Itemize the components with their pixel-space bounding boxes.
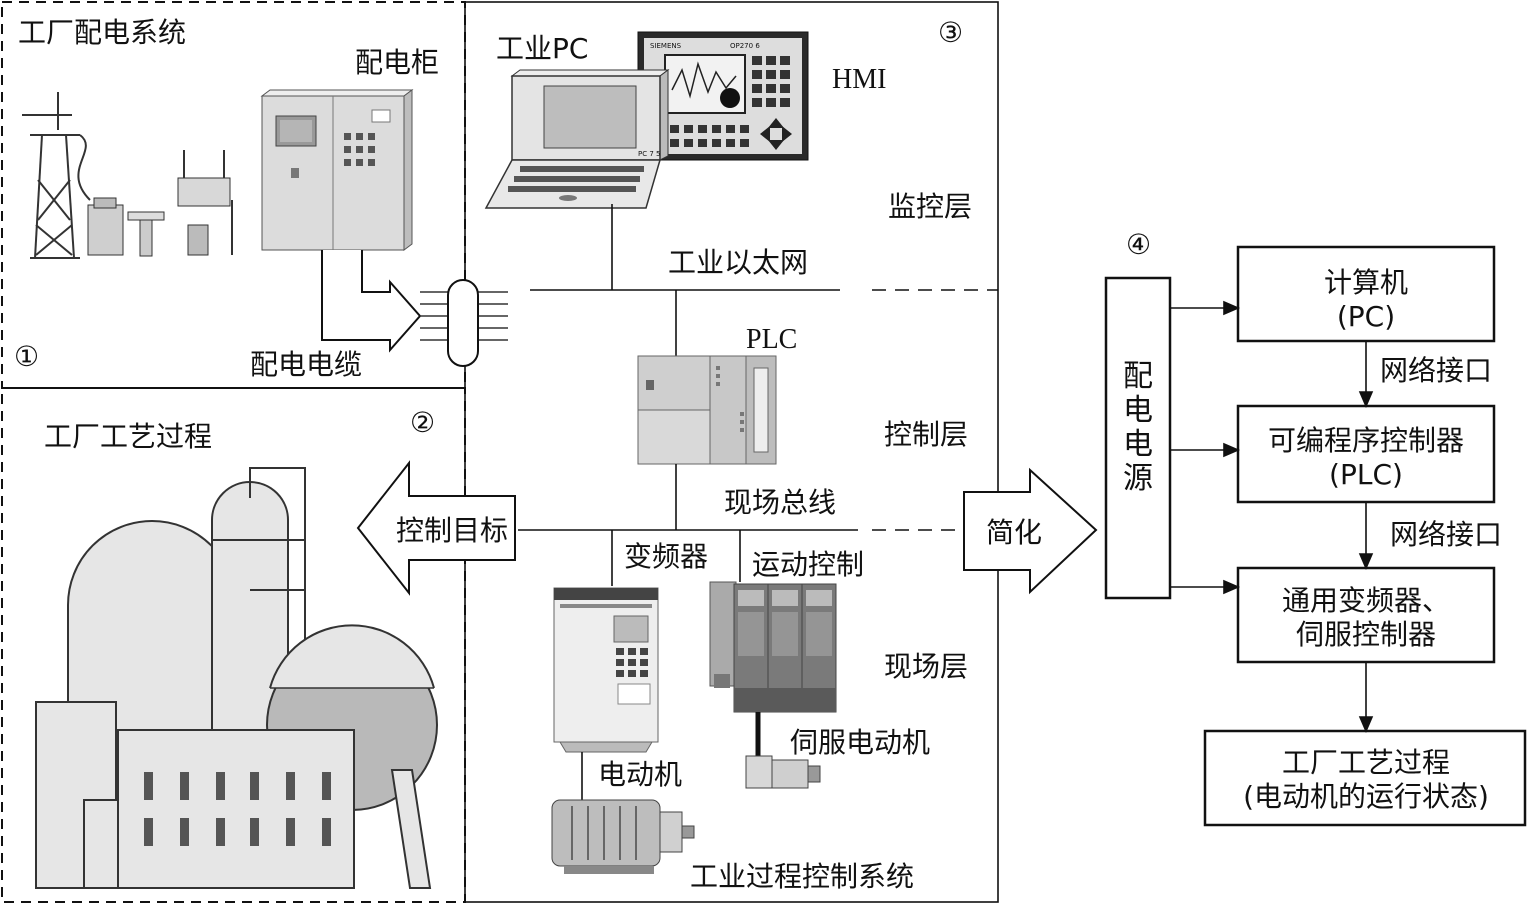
servo-motor-label: 伺服电动机 [790, 726, 930, 759]
region-number-1: ① [14, 340, 39, 373]
region-number-4: ④ [1126, 228, 1151, 261]
cabinet-label: 配电柜 [355, 46, 439, 79]
pc-box-subtitle: (PC) [1337, 300, 1395, 333]
process-box: 工厂工艺过程 (电动机的运行状态) [1203, 729, 1527, 827]
control-target-arrow: 控制目标 [356, 460, 516, 596]
drive-box: 通用变频器、 伺服控制器 [1236, 566, 1496, 664]
model-connectors [1170, 300, 1374, 734]
region-number-3: ③ [938, 16, 963, 49]
motor-icon [551, 799, 695, 874]
svg-text:源: 源 [1123, 461, 1153, 496]
hmi-label: HMI [832, 64, 886, 95]
inverter-label: 变频器 [624, 540, 708, 573]
industrial-pc-label: 工业PC [496, 32, 588, 65]
monitor-layer-label: 监控层 [888, 190, 972, 223]
plc-icon [637, 355, 777, 465]
pc-box: 计算机 (PC) [1236, 245, 1496, 343]
hmi-brand: SIEMENS [650, 42, 682, 50]
control-system-frame [464, 1, 999, 903]
simplify-arrow: 简化 [963, 467, 1098, 595]
plc-box-title: 可编程序控制器 [1268, 424, 1464, 457]
fieldbus-label: 现场总线 [724, 486, 836, 519]
plc-box-subtitle: (PLC) [1329, 458, 1403, 491]
pc-box-title: 计算机 [1324, 266, 1408, 299]
cable-bundle-icon [420, 279, 508, 367]
network-interface-label-2: 网络接口 [1390, 518, 1502, 551]
region-number-2: ② [410, 406, 435, 439]
motion-control-label: 运动控制 [752, 548, 864, 581]
control-target-label: 控制目标 [396, 514, 508, 547]
servo-motor-icon [745, 755, 821, 789]
motor-label: 电动机 [598, 758, 682, 791]
control-layer-label: 控制层 [884, 418, 968, 451]
drive-box-title: 通用变频器、 [1282, 584, 1450, 617]
simplify-label: 简化 [986, 516, 1042, 549]
transmission-tower-icon [22, 92, 91, 259]
svg-text:电: 电 [1123, 427, 1153, 462]
process-box-subtitle: (电动机的运行状态) [1243, 780, 1489, 813]
process-title: 工厂工艺过程 [44, 420, 212, 453]
cable-label: 配电电缆 [250, 348, 362, 381]
process-box-title: 工厂工艺过程 [1282, 746, 1450, 779]
servo-drives-icon [709, 581, 837, 713]
industrial-pc-icon: PC 7 5 [484, 69, 670, 209]
chemical-plant-icon [35, 467, 438, 889]
power-cable-arrow [321, 250, 422, 353]
control-system-label: 工业过程控制系统 [690, 860, 914, 893]
hmi-model: OP270 6 [730, 42, 760, 50]
transformer-icon [87, 150, 233, 257]
svg-text:电: 电 [1123, 393, 1153, 428]
power-supply-label: 配 电 电 源 [1123, 359, 1153, 496]
power-supply-box [1104, 276, 1172, 600]
plc-box: 可编程序控制器 (PLC) [1236, 404, 1496, 504]
pc-model: PC 7 5 [638, 150, 660, 158]
power-system-title: 工厂配电系统 [18, 16, 186, 49]
plc-label: PLC [746, 324, 797, 355]
field-layer-label: 现场层 [884, 650, 968, 683]
inverter-icon [553, 587, 659, 753]
svg-text:配: 配 [1123, 359, 1153, 394]
network-interface-label-1: 网络接口 [1380, 354, 1492, 387]
ethernet-bus [530, 204, 998, 356]
ethernet-label: 工业以太网 [668, 246, 808, 279]
drive-box-subtitle: 伺服控制器 [1296, 618, 1436, 651]
distribution-cabinet-icon [260, 89, 414, 251]
